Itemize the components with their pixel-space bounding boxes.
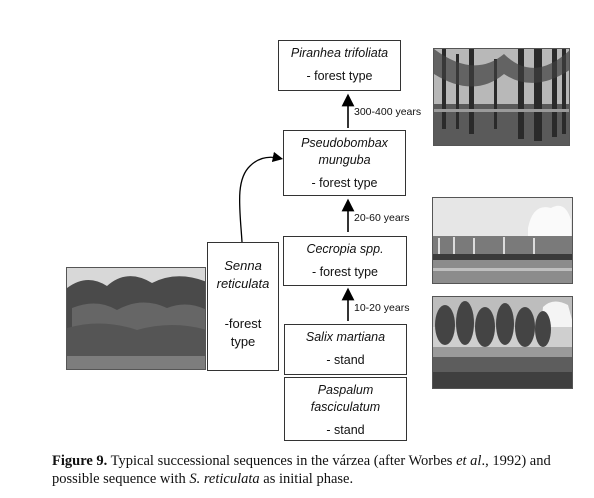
caption-et-al: et al [456, 453, 482, 469]
type-senna-line1: -forest [224, 316, 262, 331]
type-salix: - stand [326, 353, 365, 367]
label-10-20-years: 10-20 years [354, 302, 410, 314]
photo-cecropia-forest [432, 197, 573, 284]
photo-senna-shrubs [66, 267, 206, 370]
caption-species: S. reticulata [189, 471, 260, 487]
caption-label: Figure 9. [52, 453, 108, 469]
species-cecropia: Cecropia spp. [306, 242, 384, 256]
type-pseudobombax: - forest type [311, 176, 378, 190]
species-senna-line2: reticulata [216, 276, 270, 291]
box-piranhea-trifoliata: Piranhea trifoliata - forest type [278, 40, 401, 91]
species-paspalum-line1: Paspalum [317, 383, 374, 397]
species-pseudobombax-line2: munguba [318, 153, 371, 167]
figure-caption: Figure 9. Typical successional sequences… [52, 452, 582, 488]
label-300-400-years: 300-400 years [354, 106, 422, 118]
box-senna-reticulata: Senna reticulata -forest type [207, 242, 279, 371]
caption-text-3: as initial phase. [259, 471, 354, 487]
species-piranhea: Piranhea trifoliata [290, 46, 389, 60]
arrow-senna-to-pseudobombax [238, 151, 284, 243]
species-senna-line1: Senna [224, 258, 262, 273]
box-paspalum-fasciculatum: Paspalum fasciculatum - stand [284, 377, 407, 441]
photo-piranhea-forest [433, 48, 570, 146]
species-pseudobombax-line1: Pseudobombax [301, 136, 388, 150]
type-senna-line2: type [230, 334, 256, 349]
type-paspalum: - stand [326, 423, 365, 437]
caption-text-2: ., 1992) and possible sequence with [52, 453, 551, 487]
caption-text-1: Typical successional sequences in the vá… [107, 453, 457, 469]
type-piranhea: - forest type [306, 69, 373, 83]
box-salix-martiana: Salix martiana - stand [284, 324, 407, 375]
photo-salix-stand [432, 296, 573, 389]
box-pseudobombax-munguba: Pseudobombax munguba - forest type [283, 130, 406, 196]
type-cecropia: - forest type [312, 265, 378, 279]
species-paspalum-line2: fasciculatum [310, 400, 381, 414]
species-salix: Salix martiana [305, 330, 386, 344]
label-20-60-years: 20-60 years [354, 212, 410, 224]
box-cecropia: Cecropia spp. - forest type [283, 236, 407, 286]
